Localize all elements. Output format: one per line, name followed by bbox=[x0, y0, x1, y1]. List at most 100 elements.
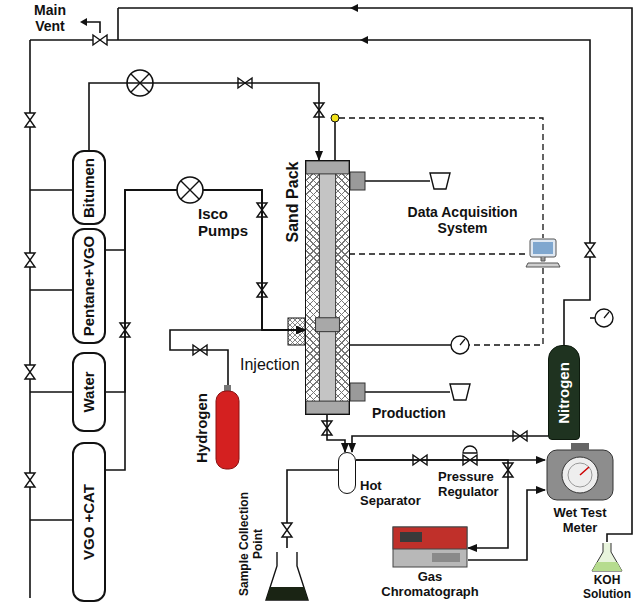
pipe-connector bbox=[356, 459, 545, 461]
pipe bbox=[590, 317, 595, 319]
vent-pipe bbox=[86, 22, 100, 33]
signal-connector bbox=[350, 253, 525, 255]
isco-pump bbox=[177, 177, 203, 203]
gc-display bbox=[400, 532, 422, 542]
callout-label: Sample Collection Point bbox=[238, 488, 266, 600]
pipe bbox=[118, 8, 632, 542]
sample-flask bbox=[266, 552, 308, 600]
gc-body bbox=[393, 527, 467, 567]
pipe-connector bbox=[106, 190, 305, 392]
node-label: Bitumen bbox=[80, 158, 97, 218]
node-label: KOH Solution bbox=[577, 574, 637, 602]
valve-symbol bbox=[25, 113, 35, 127]
signal-line bbox=[339, 118, 543, 238]
gc-panel bbox=[393, 527, 467, 549]
storage-tank: Water bbox=[72, 352, 106, 432]
storage-tank: Bitumen bbox=[72, 150, 106, 225]
gc-door bbox=[432, 553, 460, 562]
sample-liquid bbox=[266, 587, 308, 600]
pump-symbol bbox=[177, 177, 203, 203]
pipe-connector bbox=[89, 83, 319, 160]
flask: KOH Solution bbox=[590, 542, 624, 572]
pipe bbox=[350, 344, 451, 346]
valve-symbol bbox=[25, 253, 35, 267]
text-holder: Gas Chromatograph bbox=[374, 570, 486, 600]
node-label: Sand Pack bbox=[283, 161, 301, 242]
valve-symbol bbox=[585, 243, 595, 257]
storage-tank: Pentane+VGO bbox=[72, 228, 106, 344]
gauge-needle bbox=[460, 339, 465, 345]
node-label: Gas Chromatograph bbox=[374, 570, 486, 600]
valve-symbol bbox=[25, 365, 35, 379]
data-acquisition: Data Acquisition System bbox=[525, 238, 561, 268]
pipe-connector bbox=[352, 436, 548, 452]
wet-test-meter-unit bbox=[545, 442, 615, 504]
node-label: Pentane+VGO bbox=[80, 236, 97, 336]
instrument: Wet Test Meter bbox=[545, 442, 615, 504]
monitor bbox=[530, 239, 556, 257]
text-holder: Water bbox=[74, 354, 104, 430]
valve-symbol bbox=[93, 35, 107, 45]
pipe-connector bbox=[106, 190, 305, 330]
pipe-lines bbox=[30, 8, 632, 598]
valve-symbol bbox=[25, 473, 35, 487]
flask-liquid bbox=[592, 562, 622, 571]
thermocouple-tip bbox=[331, 114, 339, 122]
text-holder: VGO +CAT bbox=[74, 444, 104, 600]
text-holder: Data Acquisition System bbox=[400, 204, 525, 236]
flow-meter bbox=[430, 173, 450, 189]
computer-icon bbox=[525, 238, 561, 268]
meter-body bbox=[547, 450, 613, 500]
text-holder: Hydrogen bbox=[193, 392, 211, 463]
pipe-connector bbox=[106, 190, 305, 470]
hydrogen-cylinder bbox=[215, 385, 240, 470]
valve-group bbox=[25, 35, 595, 537]
pipe bbox=[30, 39, 93, 41]
pipe bbox=[287, 470, 338, 548]
text-holder: Pentane+VGO bbox=[74, 230, 104, 342]
callout-label: Pressure Regulator bbox=[438, 470, 506, 500]
dial-ring bbox=[568, 463, 592, 487]
text-holder: KOH Solution bbox=[577, 574, 637, 602]
pipe bbox=[30, 190, 72, 520]
pressure-gauge bbox=[595, 309, 613, 327]
pipe-connector bbox=[327, 415, 345, 452]
storage-tank: VGO +CAT bbox=[72, 442, 106, 602]
meter-dial bbox=[562, 457, 598, 493]
instrument: Gas Chromatograph bbox=[392, 526, 468, 568]
node-label: Hydrogen bbox=[193, 392, 210, 462]
label-holder: Production bbox=[372, 404, 446, 422]
text-holder: Wet Test Meter bbox=[540, 506, 620, 536]
injection-port bbox=[288, 318, 305, 345]
koh-flask bbox=[590, 542, 624, 572]
port-fitting bbox=[350, 383, 365, 401]
sand-pack: Sand Pack bbox=[305, 160, 350, 415]
screen bbox=[533, 242, 553, 254]
callout-label: Production bbox=[372, 405, 446, 421]
thermocouple bbox=[334, 122, 336, 160]
gas-cylinder: Nitrogen bbox=[548, 345, 580, 440]
pipe-connector bbox=[468, 490, 545, 560]
node-label: VGO +CAT bbox=[80, 484, 97, 560]
column-cap bbox=[306, 161, 349, 174]
gas-chromatograph-unit bbox=[392, 526, 468, 568]
node-label: Hot Separator bbox=[360, 479, 434, 509]
label-holder: Isco Pumps bbox=[198, 205, 254, 240]
pipe-connector bbox=[356, 460, 508, 548]
flow-arrow bbox=[350, 4, 358, 12]
column-cap bbox=[306, 401, 349, 414]
text-holder: Hot Separator bbox=[360, 479, 434, 509]
separator-vessel: Hot Separator bbox=[338, 452, 356, 494]
regulator-dome bbox=[463, 446, 477, 453]
callout-label: Injection bbox=[240, 356, 300, 373]
label-holder: Main Vent bbox=[24, 2, 76, 34]
meter-top bbox=[571, 443, 589, 451]
flask-glass bbox=[592, 543, 622, 571]
node-label: Data Acquisition System bbox=[400, 204, 525, 236]
keyboard bbox=[526, 263, 560, 267]
cylinder-body bbox=[216, 391, 239, 469]
text-holder: Sand Pack bbox=[283, 161, 302, 242]
column-tube bbox=[319, 161, 335, 414]
